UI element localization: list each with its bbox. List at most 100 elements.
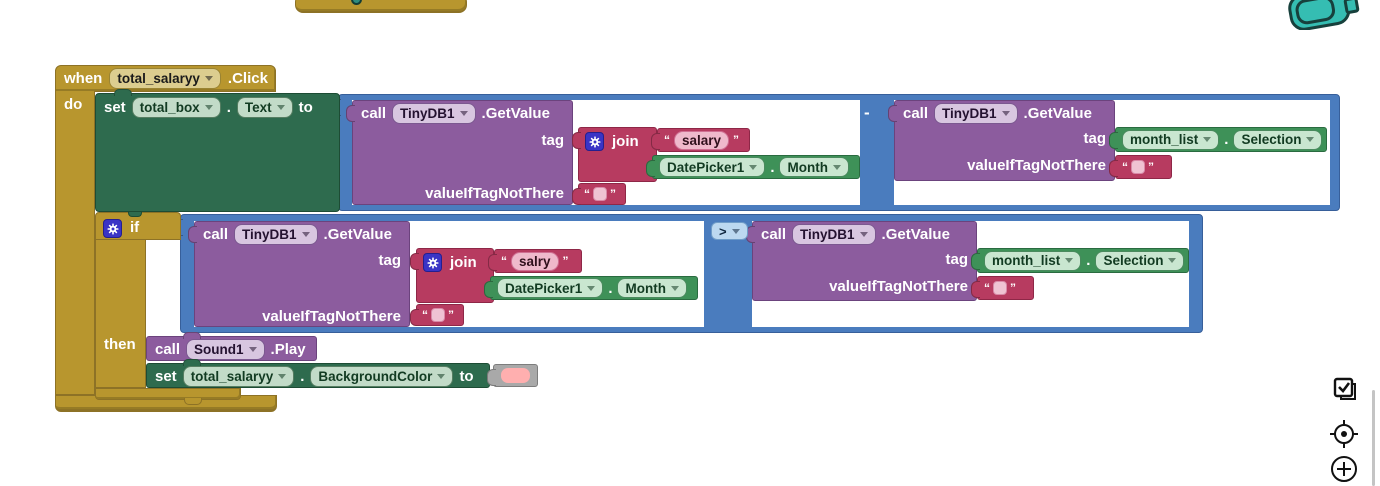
getter-property-dropdown[interactable]: Month (617, 278, 687, 298)
string-value-field[interactable]: salry (511, 251, 559, 271)
compare-operator-dropdown[interactable]: > (711, 222, 748, 240)
color-swatch (501, 368, 530, 383)
getter-property-name: Month (787, 159, 828, 175)
call-component-dropdown[interactable]: TinyDB1 (792, 223, 876, 245)
mutator-gear-icon[interactable] (423, 253, 442, 272)
call-component-dropdown[interactable]: TinyDB1 (934, 102, 1018, 124)
close-quote: ” (1148, 160, 1154, 174)
empty-string-block-4[interactable]: “ ” (971, 276, 1034, 300)
getter-property-dropdown[interactable]: Month (779, 157, 849, 177)
partial-block[interactable] (295, 0, 467, 13)
join-block-2[interactable]: join (410, 248, 494, 303)
if-block-header[interactable]: if (95, 212, 181, 240)
tag-param-label: tag (378, 252, 402, 269)
datepicker-month-getter-2[interactable]: DatePicker1 . Month (484, 276, 698, 300)
mutator-gear-icon[interactable] (103, 219, 122, 238)
call-component-name: TinyDB1 (800, 226, 855, 242)
tinydb-getvalue-block-2[interactable]: call TinyDB1 .GetValue tag valueIfTagNot… (888, 100, 1115, 181)
chevron-down-icon (1001, 110, 1010, 116)
getter-component-name: month_list (992, 253, 1061, 268)
copy-checkbox-icon[interactable] (1331, 376, 1359, 404)
if-label: if (130, 219, 140, 236)
statement-notch (183, 332, 201, 339)
chevron-down-icon (1065, 258, 1074, 263)
string-value: salry (519, 253, 551, 269)
statement-notch (114, 89, 132, 96)
when-block-left-spine[interactable]: do (55, 91, 95, 395)
minus-operator-label: - (864, 103, 870, 122)
call-label: call (155, 341, 181, 358)
if-block-left-spine[interactable]: then (95, 240, 146, 388)
set-label: set (104, 98, 126, 116)
join-block-1[interactable]: join (572, 127, 657, 182)
getter-property-name: Selection (1103, 253, 1164, 268)
monthlist-selection-getter-1[interactable]: month_list . Selection (1109, 127, 1327, 152)
getter-component-name: DatePicker1 (667, 159, 745, 175)
chevron-down-icon (1306, 137, 1315, 142)
vertical-scrollbar[interactable] (1372, 390, 1375, 486)
tinydb-getvalue-block-4[interactable]: call TinyDB1 .GetValue tag valueIfTagNot… (746, 221, 977, 301)
event-component-dropdown[interactable]: total_salaryy (109, 68, 221, 89)
mutator-gear-icon[interactable] (585, 132, 604, 151)
open-quote: “ (664, 133, 670, 147)
text-string-block-salry[interactable]: “ salry ” (488, 249, 582, 273)
set-label: set (155, 368, 177, 385)
getter-component-dropdown[interactable]: DatePicker1 (497, 278, 604, 298)
text-string-block-salary[interactable]: “ salary ” (651, 128, 750, 152)
string-value-field[interactable]: salary (674, 130, 730, 150)
center-blocks-icon[interactable] (1329, 419, 1359, 449)
chevron-down-icon (1168, 258, 1177, 263)
getter-component-dropdown[interactable]: DatePicker1 (659, 157, 766, 177)
join-label: join (612, 133, 639, 150)
empty-string-field[interactable] (1131, 160, 1145, 174)
empty-string-field[interactable] (993, 281, 1007, 295)
getter-property-dropdown[interactable]: Selection (1095, 250, 1185, 271)
getter-property-dropdown[interactable]: Selection (1233, 129, 1323, 150)
when-label: when (64, 70, 103, 87)
method-name-label: .Play (270, 341, 306, 358)
empty-string-field[interactable] (431, 308, 445, 322)
call-component-dropdown[interactable]: Sound1 (186, 339, 265, 360)
monthlist-selection-getter-2[interactable]: month_list . Selection (971, 248, 1189, 273)
to-label: to (298, 98, 313, 116)
valueiftagnotthere-param-label: valueIfTagNotThere (425, 185, 564, 202)
set-property-name: BackgroundColor (318, 369, 433, 384)
empty-string-block-3[interactable]: “ ” (410, 304, 464, 326)
sound-play-call-block[interactable]: call Sound1 .Play (146, 332, 317, 361)
call-label: call (203, 225, 229, 243)
tinydb-getvalue-block-1[interactable]: call TinyDB1 .GetValue tag valueIfTagNot… (346, 100, 573, 205)
open-quote: “ (501, 254, 507, 268)
set-property-dropdown[interactable]: Text (236, 96, 293, 118)
set-property-dropdown[interactable]: BackgroundColor (310, 366, 454, 387)
event-name-label: .Click (227, 70, 268, 87)
call-label: call (761, 225, 787, 243)
backpack-icon[interactable] (1282, 0, 1362, 30)
call-component-dropdown[interactable]: TinyDB1 (234, 223, 318, 245)
if-block-bottom-tail[interactable] (95, 388, 241, 405)
empty-string-block-2[interactable]: “ ” (1109, 155, 1172, 179)
color-block-pink[interactable] (487, 364, 538, 387)
chevron-down-icon (276, 104, 285, 110)
string-value: salary (682, 132, 722, 148)
zoom-in-icon[interactable] (1329, 454, 1359, 484)
chevron-down-icon (670, 285, 679, 291)
set-text-block[interactable]: set total_box . Text to (95, 89, 340, 212)
tinydb-getvalue-block-3[interactable]: call TinyDB1 .GetValue tag valueIfTagNot… (188, 221, 410, 327)
call-component-dropdown[interactable]: TinyDB1 (392, 102, 476, 124)
tag-param-label: tag (1083, 130, 1107, 147)
statement-connector (128, 212, 142, 217)
set-component-dropdown[interactable]: total_salaryy (182, 366, 295, 387)
getter-component-dropdown[interactable]: month_list (1122, 129, 1220, 150)
getter-component-dropdown[interactable]: month_list (984, 250, 1082, 271)
call-component-name: TinyDB1 (942, 105, 997, 121)
method-name-label: .GetValue (481, 104, 550, 122)
getter-property-name: Selection (1241, 132, 1302, 147)
set-component-dropdown[interactable]: total_box (131, 96, 221, 118)
chevron-down-icon (859, 231, 868, 237)
empty-string-block-1[interactable]: “ ” (572, 183, 626, 205)
set-backgroundcolor-block[interactable]: set total_salaryy . BackgroundColor to (146, 359, 490, 388)
when-event-block-header[interactable]: when total_salaryy .Click (55, 65, 276, 92)
datepicker-month-getter-1[interactable]: DatePicker1 . Month (646, 155, 860, 179)
empty-string-field[interactable] (593, 187, 607, 201)
